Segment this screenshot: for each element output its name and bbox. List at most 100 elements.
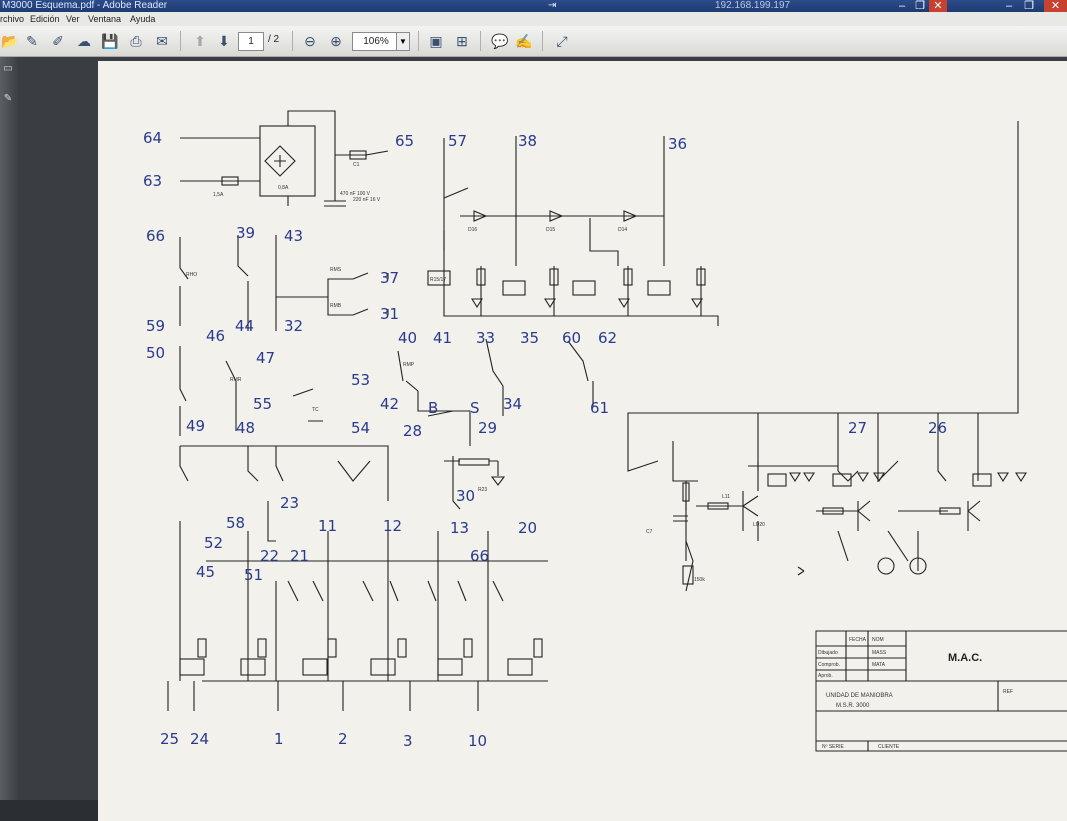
component-label: 0,8A xyxy=(278,185,289,191)
page-number-input[interactable]: 1 xyxy=(238,32,264,51)
terminal-label: 27 xyxy=(848,419,867,437)
page-down-icon[interactable]: ⬇ xyxy=(218,33,230,49)
document-area[interactable]: FECHA NOM Dibujado Comprob. Aprob. MASS … xyxy=(18,57,1067,821)
title-block-header-date: FECHA xyxy=(849,637,867,643)
close-icon[interactable]: ✕ xyxy=(1044,0,1067,12)
fit-page-icon[interactable]: ▣ xyxy=(429,33,443,49)
terminal-label: 51 xyxy=(244,566,263,584)
terminal-label: 52 xyxy=(204,534,223,552)
thumbnails-icon[interactable]: ▭ xyxy=(3,63,13,74)
fullscreen-icon[interactable]: ⤢ xyxy=(556,33,568,49)
title-block-approved: Aprob. xyxy=(818,673,833,679)
terminal-label: 49 xyxy=(186,417,205,435)
relay-box xyxy=(507,658,533,676)
page-up-icon[interactable]: ⬆ xyxy=(194,33,206,49)
toolbar-separator xyxy=(292,31,293,51)
component-label: 220 nF 16 V xyxy=(353,197,381,203)
zoom-dropdown-icon[interactable]: ▼ xyxy=(396,32,410,51)
terminal-label: 59 xyxy=(146,317,165,335)
terminal-label: 64 xyxy=(143,129,162,147)
window-title-bar: M3000 Esquema.pdf - Adobe Reader ⇥ 192.1… xyxy=(0,0,1067,12)
terminal-label: 11 xyxy=(318,517,337,535)
create-pdf-icon[interactable]: ✎ xyxy=(26,33,38,49)
component-label: R15/17 xyxy=(430,277,446,283)
terminal-label: 35 xyxy=(520,329,539,347)
highlight-icon[interactable]: ✍ xyxy=(515,33,533,49)
menu-window[interactable]: Ventana xyxy=(88,14,122,24)
terminal-label: 31 xyxy=(380,305,399,323)
terminal-label: 23 xyxy=(280,494,299,512)
relay-box xyxy=(240,658,266,676)
component-label: RMR xyxy=(230,377,242,383)
restore-icon[interactable]: ❐ xyxy=(915,0,925,12)
relay-box xyxy=(437,658,463,676)
menu-edit[interactable]: Edición xyxy=(30,14,60,24)
terminal-label: 48 xyxy=(236,419,255,437)
title-block-name-1: MASS xyxy=(872,650,887,656)
terminal-label: 62 xyxy=(598,329,617,347)
comment-icon[interactable]: 💬 xyxy=(491,33,509,49)
terminal-label: 54 xyxy=(351,419,370,437)
terminal-label: 32 xyxy=(284,317,303,335)
menu-bar: rchivo Edición Ver Ventana Ayuda xyxy=(0,12,1067,26)
component-label: C1 xyxy=(353,162,360,168)
terminal-label: 42 xyxy=(380,395,399,413)
terminal-label: 25 xyxy=(160,730,179,748)
open-icon[interactable]: 📂 xyxy=(1,33,19,49)
terminal-label: 20 xyxy=(518,519,537,537)
terminal-label: 40 xyxy=(398,329,417,347)
menu-file[interactable]: rchivo xyxy=(0,14,25,24)
toolbar-separator xyxy=(180,31,181,51)
terminal-label: 65 xyxy=(395,132,414,150)
terminal-label: 24 xyxy=(190,730,209,748)
company-name: M.A.C. xyxy=(948,652,982,664)
model: M.S.R. 3000 xyxy=(836,703,870,709)
minimize-icon[interactable]: – xyxy=(1005,0,1013,12)
menu-help[interactable]: Ayuda xyxy=(130,14,156,24)
zoom-in-icon[interactable]: ⊕ xyxy=(330,33,342,49)
pdf-page: FECHA NOM Dibujado Comprob. Aprob. MASS … xyxy=(98,61,1067,821)
edit-icon[interactable]: ✐ xyxy=(52,33,64,49)
terminal-label: 63 xyxy=(143,172,162,190)
component-label: D14 xyxy=(618,227,627,233)
attachment-icon[interactable]: ✎ xyxy=(3,93,13,104)
component-label: R23 xyxy=(478,487,487,493)
component-label: C7 xyxy=(646,529,653,535)
minimize-icon[interactable]: – xyxy=(898,0,906,12)
bridge-diode-icon xyxy=(264,145,296,177)
terminal-label: 36 xyxy=(668,135,687,153)
restore-icon[interactable]: ❐ xyxy=(1024,0,1034,12)
toolbar-separator xyxy=(480,31,481,51)
terminal-label: 2 xyxy=(338,730,348,748)
component-label: RHO xyxy=(186,272,197,278)
component-label: D16 xyxy=(468,227,477,233)
save-icon[interactable]: 💾 xyxy=(101,33,119,49)
menu-view[interactable]: Ver xyxy=(66,14,80,24)
terminal-label: 57 xyxy=(448,132,467,150)
fit-width-icon[interactable]: ⊞ xyxy=(456,33,468,49)
terminal-label: 38 xyxy=(518,132,537,150)
close-icon[interactable]: ✕ xyxy=(929,0,947,12)
title-block-checked: Comprob. xyxy=(818,662,840,668)
remote-ip: 192.168.199.197 xyxy=(715,0,791,11)
pin-icon[interactable]: ⇥ xyxy=(548,0,557,11)
window-title: M3000 Esquema.pdf - Adobe Reader xyxy=(2,0,168,11)
cloud-icon[interactable]: ☁ xyxy=(77,33,91,49)
zoom-out-icon[interactable]: ⊖ xyxy=(304,33,316,49)
component-label: LD20 xyxy=(753,522,765,528)
terminal-label: 47 xyxy=(256,349,275,367)
terminal-label: 66 xyxy=(470,547,489,565)
title-block-name-2: MATA xyxy=(872,662,886,668)
serial-number: Nº SERIE xyxy=(822,744,844,750)
terminal-label: 66 xyxy=(146,227,165,245)
terminal-label: B xyxy=(428,399,438,417)
terminal-label: 58 xyxy=(226,514,245,532)
toolbar-separator xyxy=(542,31,543,51)
component-label: 1,5A xyxy=(213,192,224,198)
terminal-label: 12 xyxy=(383,517,402,535)
terminal-label: 46 xyxy=(206,327,225,345)
terminal-label: 33 xyxy=(476,329,495,347)
email-icon[interactable]: ✉ xyxy=(156,33,168,49)
zoom-level-field[interactable]: 106% xyxy=(352,32,400,51)
print-icon[interactable]: ⎙ xyxy=(130,33,142,49)
